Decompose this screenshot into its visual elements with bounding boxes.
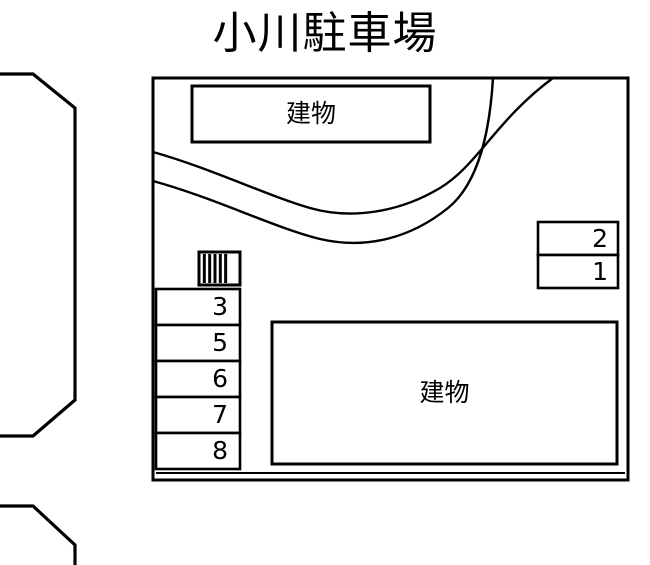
- parking-stall-5[interactable]: [154, 323, 242, 363]
- parking-stall-5-label: 5: [212, 328, 228, 357]
- parking-stall-6[interactable]: [154, 359, 242, 399]
- left-parking-stalls-group: [154, 287, 242, 471]
- parking-stall-8-label: 8: [212, 436, 228, 465]
- parking-stall-1[interactable]: [536, 253, 620, 290]
- page-title: 小川駐車場: [212, 8, 438, 59]
- parking-stall-3[interactable]: [154, 287, 242, 327]
- parking-stall-8[interactable]: [154, 431, 242, 471]
- parking-stall-3-label: 3: [212, 292, 228, 321]
- lower-building: [270, 320, 619, 466]
- left-plot-lower: [0, 504, 77, 565]
- upper-building-label: 建物: [285, 99, 336, 128]
- right-parking-stalls-group: [536, 220, 620, 290]
- buildings-group: [190, 84, 619, 466]
- parking-stall-1-label: 1: [592, 256, 608, 286]
- parking-stall-7-label: 7: [212, 400, 228, 429]
- parking-stall-6-label: 6: [212, 364, 228, 393]
- left-plot-upper: [0, 72, 77, 438]
- parking-stall-2-label: 2: [592, 223, 608, 253]
- parking-stall-7[interactable]: [154, 395, 242, 435]
- neighbor-plots-group: [0, 72, 77, 565]
- parking-stall-2[interactable]: [536, 220, 620, 257]
- lower-building-label: 建物: [419, 378, 470, 407]
- roads-group: [152, 77, 554, 245]
- hatched-marker-group: [197, 250, 242, 287]
- road-edge-2: [152, 77, 495, 245]
- road-edge-1: [152, 77, 554, 215]
- upper-building: [190, 84, 432, 144]
